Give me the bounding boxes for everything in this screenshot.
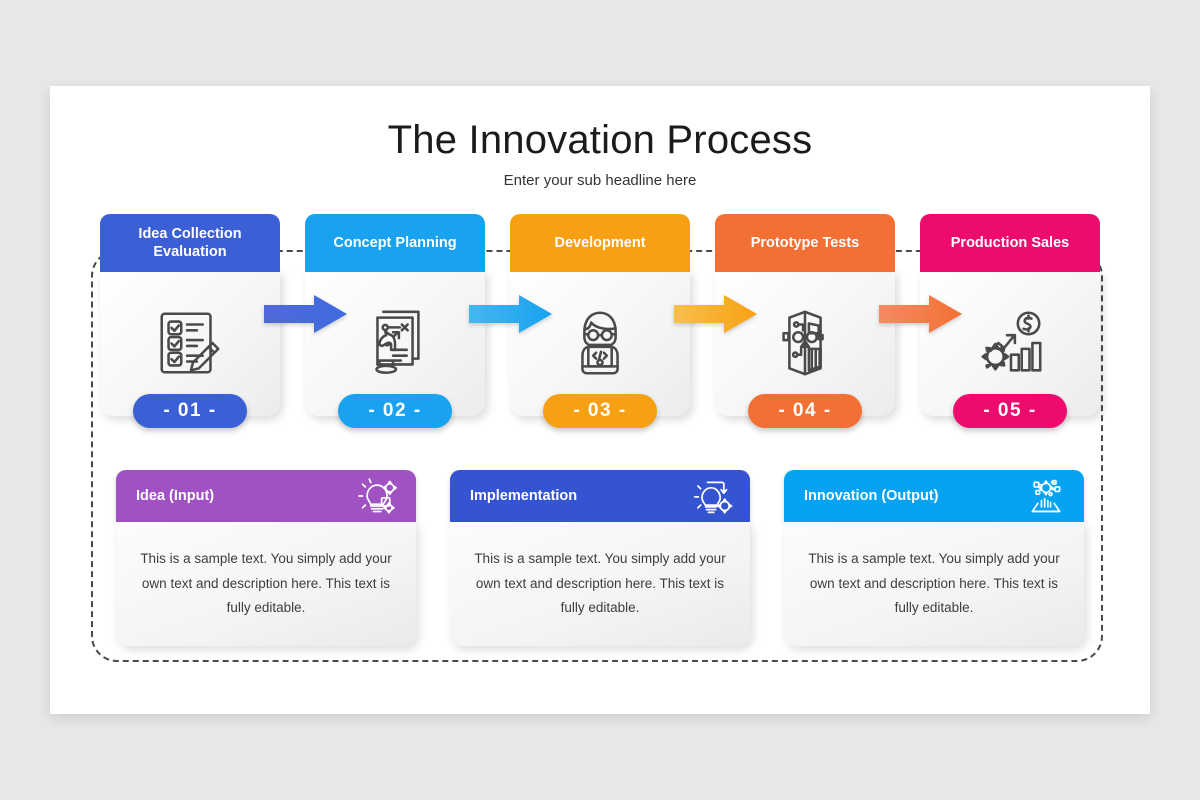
step-5-badge: - 05 -	[953, 394, 1067, 428]
step-2-body	[305, 270, 485, 416]
summary-card-2-title: Implementation	[470, 488, 578, 504]
summary-card-2-text: This is a sample text. You simply add yo…	[474, 550, 726, 616]
summary-card-2-header: Implementation	[450, 470, 750, 522]
summary-card-1-header: Idea (Input)	[116, 470, 416, 522]
step-4-header: Prototype Tests	[715, 214, 895, 272]
arrow-step2-to-step3	[469, 292, 553, 336]
step-3-badge: - 03 -	[543, 394, 657, 428]
step-5-body	[920, 270, 1100, 416]
step-3-body	[510, 270, 690, 416]
process-step-5[interactable]: Production Sales	[920, 214, 1100, 428]
lightbulb-gear-arrow-implementation-icon	[690, 476, 734, 516]
step-4-badge: - 04 -	[748, 394, 862, 428]
summary-card-1-body: This is a sample text. You simply add yo…	[116, 522, 416, 646]
step-1-body	[100, 270, 280, 416]
summary-card-3-text: This is a sample text. You simply add yo…	[808, 550, 1060, 616]
summary-card-2-body: This is a sample text. You simply add yo…	[450, 522, 750, 646]
checklist-clipboard-pencil-icon	[151, 304, 229, 382]
summary-card-3-body: This is a sample text. You simply add yo…	[784, 522, 1084, 646]
summary-cards-row: Idea (Input) This is a sample text	[116, 470, 1084, 650]
gear-network-output-icon	[1024, 476, 1068, 516]
step-2-badge: - 02 -	[338, 394, 452, 428]
summary-card-implementation[interactable]: Implementation This is a sample text. Yo…	[450, 470, 750, 646]
process-steps-row: Idea Collection Evaluation	[100, 214, 1100, 444]
summary-card-1-title: Idea (Input)	[136, 488, 215, 504]
process-step-4[interactable]: Prototype Tests	[715, 214, 895, 428]
lightbulb-gear-idea-icon	[356, 476, 400, 516]
step-5-header: Production Sales	[920, 214, 1100, 272]
step-3-header: Development	[510, 214, 690, 272]
process-step-1[interactable]: Idea Collection Evaluation	[100, 214, 280, 428]
summary-card-3-title: Innovation (Output)	[804, 488, 939, 504]
prototype-circuit-panel-icon	[766, 304, 844, 382]
summary-card-3-header: Innovation (Output)	[784, 470, 1084, 522]
page-title: The Innovation Process	[387, 118, 813, 162]
step-1-header: Idea Collection Evaluation	[100, 214, 280, 272]
arrow-step3-to-step4	[674, 292, 758, 336]
arrow-step4-to-step5	[879, 292, 963, 336]
step-1-label-line2: Evaluation	[153, 244, 227, 260]
summary-card-innovation-output[interactable]: Innovation (Output)	[784, 470, 1084, 646]
process-step-2[interactable]: Concept Planning	[305, 214, 485, 428]
step-1-label-line1: Idea Collection	[138, 225, 242, 242]
step-4-body	[715, 270, 895, 416]
process-step-3[interactable]: Development	[510, 214, 690, 428]
arrow-step1-to-step2	[264, 292, 348, 336]
step-2-header: Concept Planning	[305, 214, 485, 272]
summary-card-idea-input[interactable]: Idea (Input) This is a sample text	[116, 470, 416, 646]
developer-laptop-code-icon	[561, 304, 639, 382]
summary-card-1-text: This is a sample text. You simply add yo…	[140, 550, 392, 616]
strategy-document-chess-knight-icon	[356, 304, 434, 382]
slide-canvas: The Innovation Process Enter your sub he…	[50, 86, 1150, 714]
step-1-badge: - 01 -	[133, 394, 247, 428]
page-subtitle: Enter your sub headline here	[503, 172, 697, 189]
gear-growth-chart-dollar-icon	[971, 304, 1049, 382]
